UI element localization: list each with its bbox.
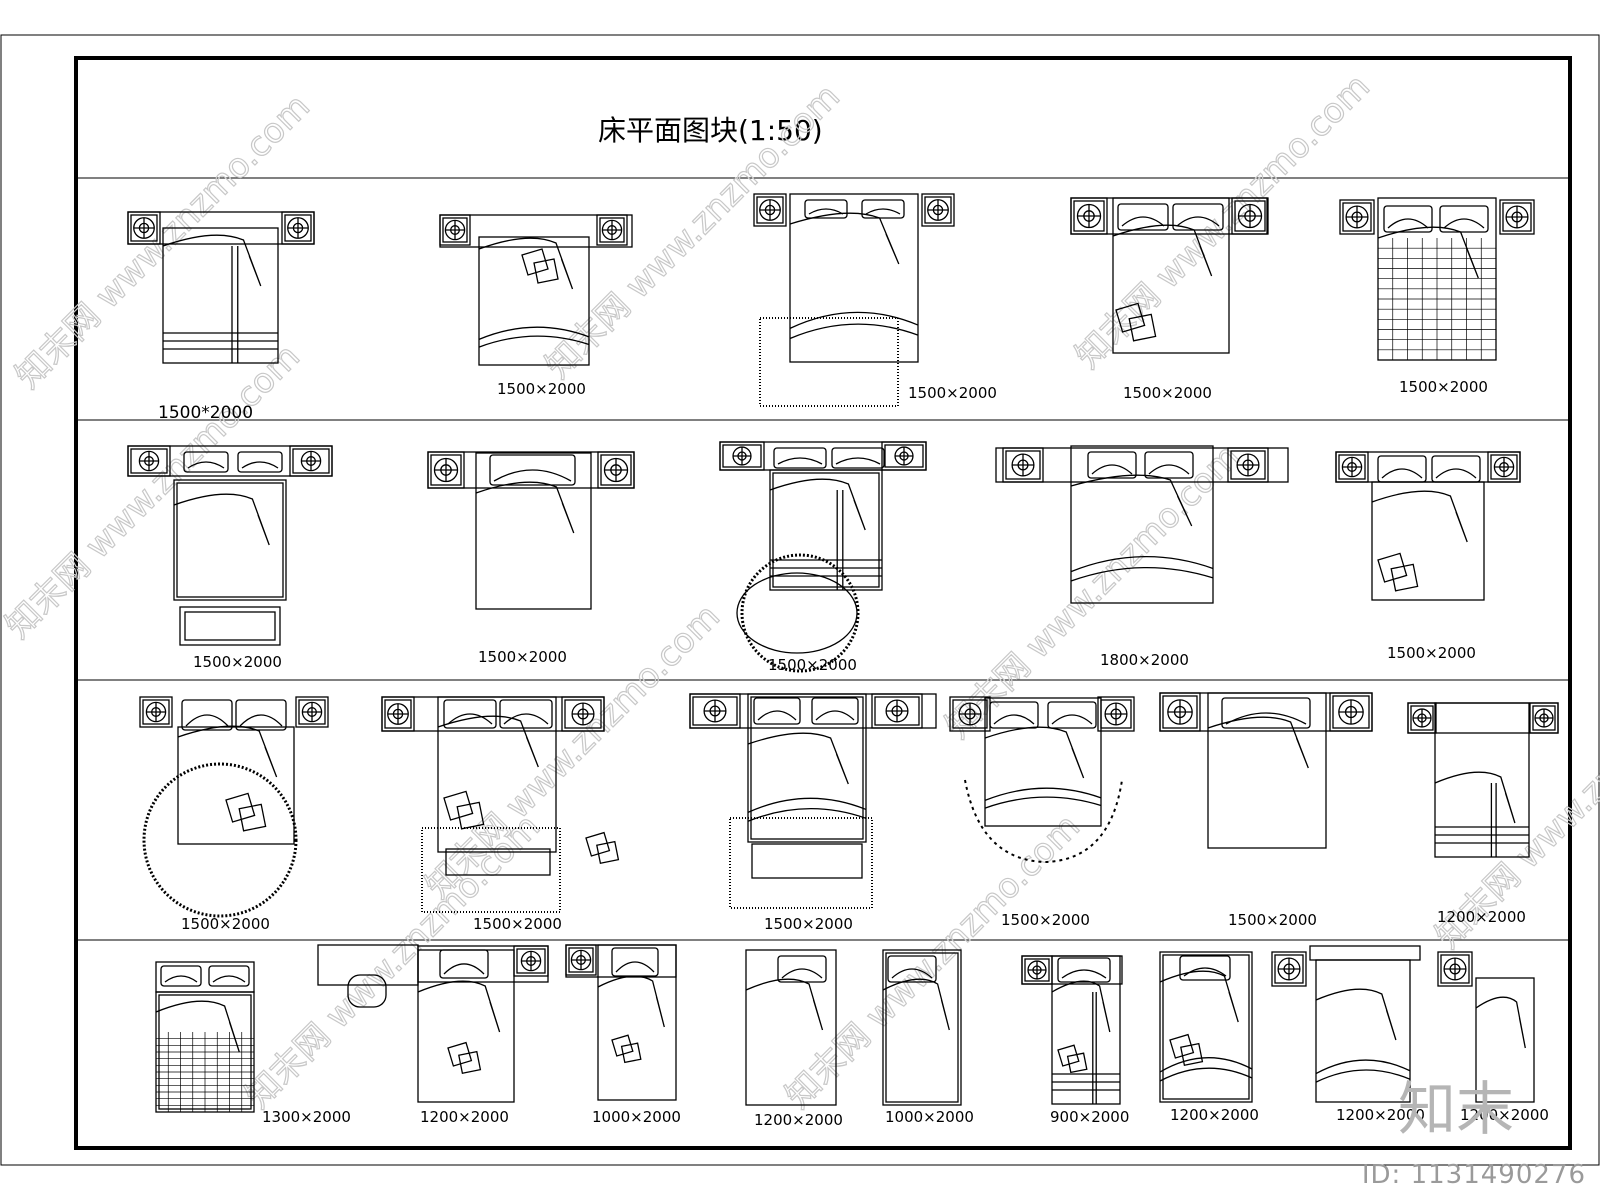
nightstand <box>1529 702 1559 734</box>
nightstand <box>1271 951 1307 987</box>
nightstand <box>596 214 628 246</box>
bed-block <box>984 697 1102 827</box>
size-label: 1800×2000 <box>1100 651 1189 669</box>
nightstand <box>427 451 465 489</box>
nightstand <box>289 445 333 477</box>
row-3-labels: 1500×2000 1500×2000 1500×2000 1500×2000 … <box>181 908 1526 933</box>
bed-block <box>439 214 633 366</box>
nightstand <box>1407 702 1437 734</box>
row-2-labels: 1500×2000 1500×2000 1500×2000 1800×2000 … <box>193 644 1476 674</box>
bed-block <box>745 949 837 1106</box>
size-label: 1500×2000 <box>1387 644 1476 662</box>
nightstand <box>1227 447 1269 483</box>
brand-logo: 知末 <box>1398 1075 1515 1143</box>
size-label: 1000×2000 <box>592 1108 681 1126</box>
nightstand <box>881 441 927 471</box>
size-label: 1200×2000 <box>754 1111 843 1129</box>
bed-block <box>427 451 635 610</box>
nightstand <box>1339 199 1375 235</box>
size-label: 1500×2000 <box>1001 911 1090 929</box>
size-label: 1200×2000 <box>1437 908 1526 926</box>
size-label: 1500×2000 <box>473 915 562 933</box>
nightstand <box>1231 197 1269 235</box>
size-label: 1500×2000 <box>764 915 853 933</box>
nightstand <box>565 944 597 976</box>
size-label: 1500×2000 <box>908 384 997 402</box>
bed-block <box>1475 977 1535 1103</box>
watermarks: 知末网 www.znzmo.com 知末网 www.znzmo.com 知末网 … <box>0 66 1600 1117</box>
row-4-labels: 1300×2000 1200×2000 1000×2000 1200×2000 … <box>262 1106 1549 1129</box>
bed-block <box>142 725 298 918</box>
bed-block <box>417 945 549 1103</box>
size-label: 1000×2000 <box>885 1108 974 1126</box>
size-label-main: 1500*2000 <box>158 403 253 423</box>
size-label: 1300×2000 <box>262 1108 351 1126</box>
watermark-text: 知末网 www.znzmo.com <box>238 807 548 1117</box>
bed-block <box>719 441 927 673</box>
nightstand <box>1070 197 1108 235</box>
nightstand <box>921 193 955 227</box>
size-label: 900×2000 <box>1050 1108 1129 1126</box>
outer-border <box>0 34 1600 1166</box>
nightstand <box>561 696 605 732</box>
nightstand <box>1499 199 1535 235</box>
size-label: 1500×2000 <box>193 653 282 671</box>
nightstand <box>1487 451 1521 483</box>
nightstand <box>719 441 765 471</box>
nightstand <box>1437 951 1473 987</box>
bed-block <box>155 991 255 1113</box>
bed-block <box>882 949 962 1106</box>
nightstand <box>689 693 741 729</box>
size-label: 1500×2000 <box>1228 911 1317 929</box>
size-label: 1200×2000 <box>420 1108 509 1126</box>
size-label: 1500×2000 <box>1399 378 1488 396</box>
nightstand <box>1335 451 1369 483</box>
nightstand <box>381 696 415 732</box>
nightstand <box>753 193 787 227</box>
size-label: 1500×2000 <box>768 656 857 674</box>
size-label: 1500×2000 <box>478 648 567 666</box>
bed-block <box>1309 945 1421 1103</box>
bed-block <box>1377 197 1497 361</box>
nightstand <box>139 696 173 728</box>
id-badge: ID: 1131490276 <box>1361 1160 1586 1190</box>
size-label: 1200×2000 <box>1460 1106 1549 1124</box>
nightstand <box>1021 955 1053 985</box>
nightstand <box>439 214 471 246</box>
bed-block <box>1335 451 1521 601</box>
nightstand <box>1329 692 1373 732</box>
page-title: 床平面图块(1:50) <box>598 114 823 147</box>
size-label: 1500×2000 <box>1123 384 1212 402</box>
bed-block <box>759 193 919 407</box>
bed-block <box>1159 951 1253 1103</box>
nightstand <box>127 211 161 245</box>
size-label: 1200×2000 <box>1336 1106 1425 1124</box>
nightstand <box>1002 447 1044 483</box>
nightstand <box>1159 692 1201 732</box>
inner-frame <box>74 56 1572 1150</box>
nightstand <box>513 945 549 977</box>
bed-block <box>689 693 937 909</box>
size-label: 1500×2000 <box>497 380 586 398</box>
bed-blocks <box>127 193 1559 1113</box>
nightstand <box>281 211 315 245</box>
nightstand <box>597 451 635 489</box>
nightstand <box>127 445 171 477</box>
size-label: 1500×2000 <box>181 915 270 933</box>
watermark-text: 知末网 www.znzmo.com <box>418 597 728 907</box>
nightstand <box>1097 696 1135 732</box>
nightstand <box>871 693 923 729</box>
nightstand <box>295 696 329 728</box>
size-label: 1200×2000 <box>1170 1106 1259 1124</box>
row-1-labels: 1500×2000 1500×2000 1500×2000 1500×2000 <box>497 378 1488 402</box>
